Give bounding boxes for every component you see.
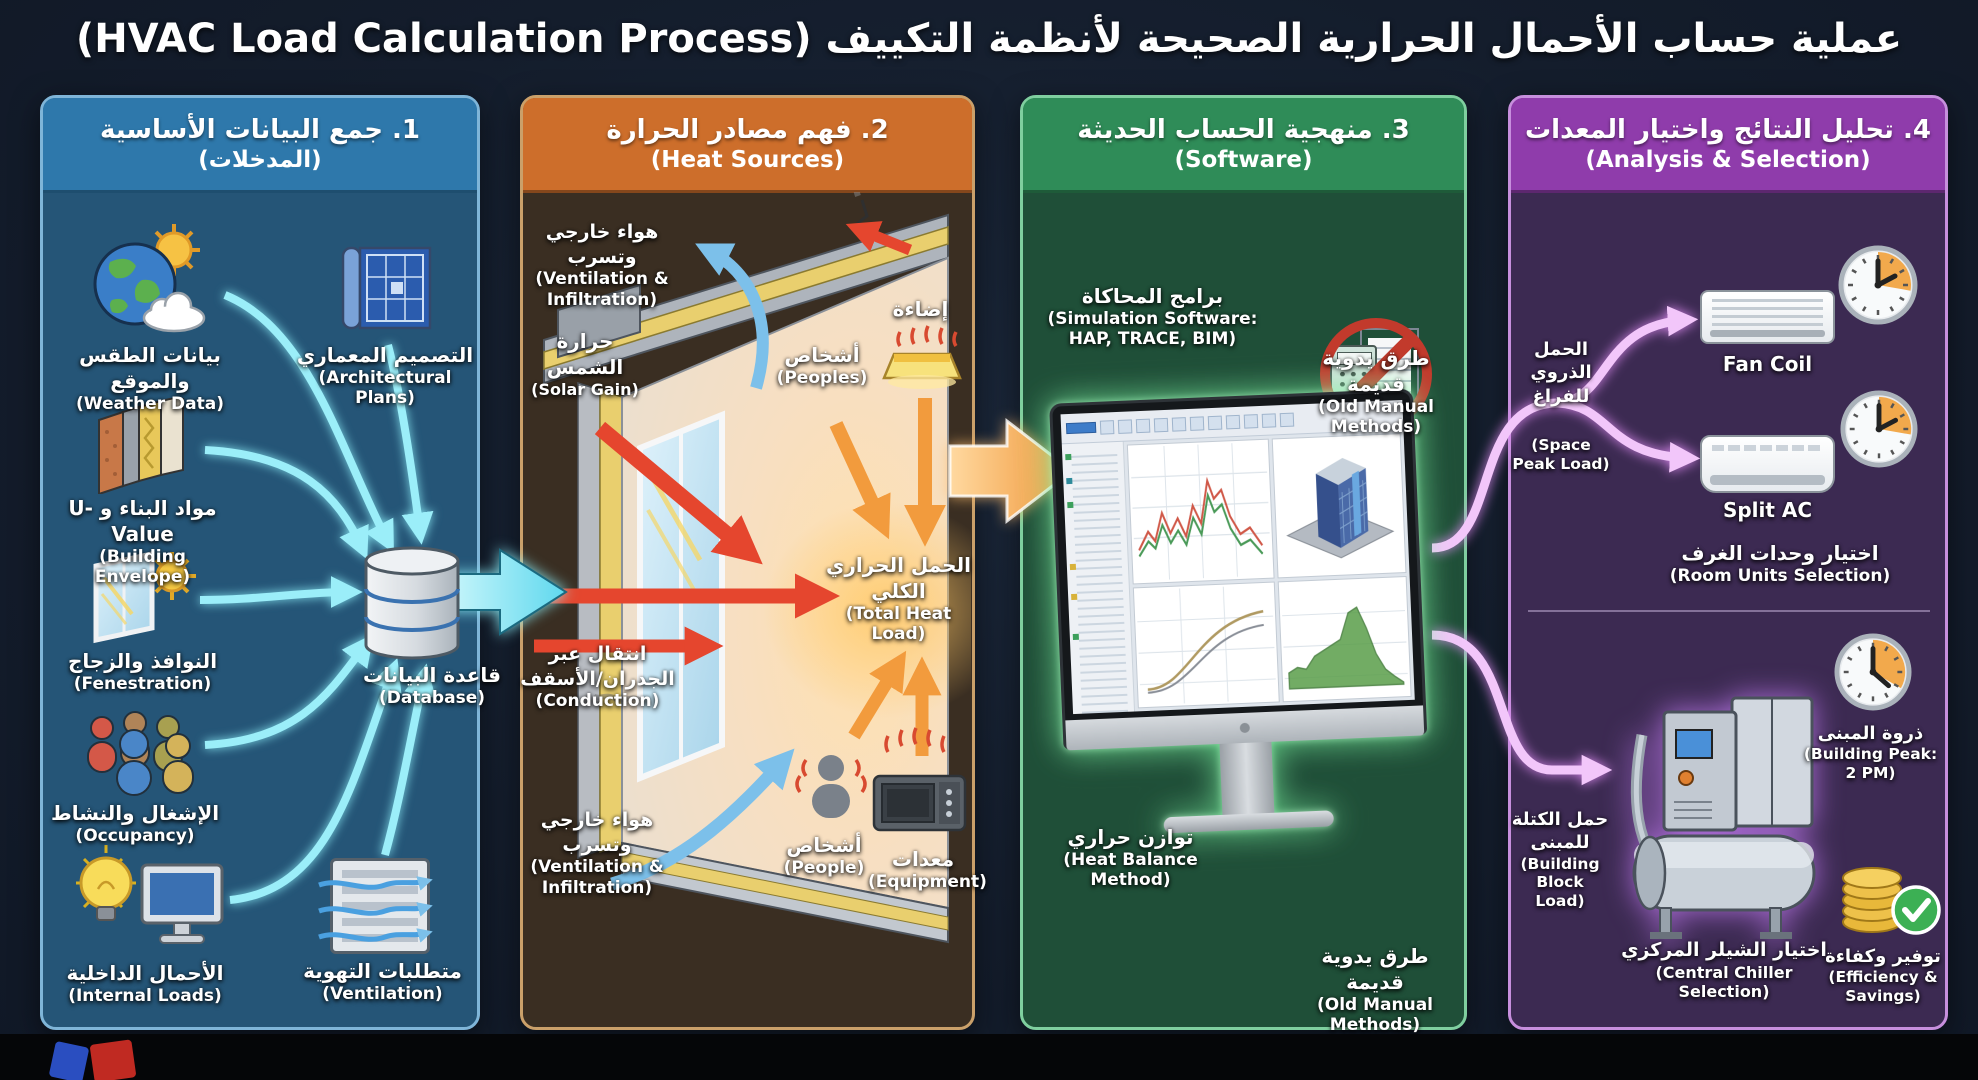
label-total-heat-load: الحمل الحراري الكلي (Total Heat Load) — [826, 553, 971, 645]
label-people: أشخاص (People) — [783, 833, 865, 878]
page-title: عملية حساب الأحمال الحرارية الصحيحة لأنظ… — [75, 16, 1903, 62]
split-ac-icon — [1700, 435, 1835, 493]
database-icon — [358, 543, 466, 667]
s-curve-chart — [1132, 581, 1280, 709]
label-building-peak: ذروة المبنى (Building Peak: 2 PM) — [1803, 723, 1938, 782]
monitor-bezel — [1049, 388, 1428, 751]
panel-inputs-title: 1. جمع البيانات الأساسية — [100, 114, 420, 145]
panel-inputs-header: 1. جمع البيانات الأساسية (المدخلات) — [43, 98, 477, 193]
item-occupancy: الإشغال والنشاط (Occupancy) — [50, 801, 220, 846]
simulation-monitor — [1049, 388, 1431, 838]
bottom-left-logo-fragment-blue — [48, 1040, 90, 1080]
label-room-units-selection: اختيار وحدات الغرف (Room Units Selection… — [1669, 541, 1891, 586]
section-divider — [1528, 610, 1930, 612]
item-building-envelope: مواد البناء و U-Value (Building Envelope… — [68, 496, 217, 588]
panel-software-subtitle: (Software) — [1174, 146, 1313, 173]
label-fan-coil: Fan Coil — [1722, 352, 1813, 376]
label-ventilation-infiltration-top: هواء خارجي وتسرب (Ventilation & Infiltra… — [535, 221, 669, 310]
panel-heat-sources-title: 2. فهم مصادر الحرارة — [606, 114, 889, 145]
chiller-icon — [1612, 690, 1830, 944]
window-sun-icon — [88, 548, 200, 649]
coins-check-icon — [1836, 848, 1942, 947]
item-weather: بيانات الطقس والموقع (Weather Data) — [76, 343, 224, 414]
panel-heat-sources-header: 2. فهم مصادر الحرارة (Heat Sources) — [523, 98, 972, 193]
bottom-black-bar — [0, 1034, 1978, 1080]
monitor-stand — [1219, 740, 1275, 815]
load-profile-chart — [1126, 438, 1275, 585]
item-fenestration: النوافذ والزجاج (Fenestration) — [67, 649, 218, 694]
bottom-left-logo-fragment-red — [89, 1039, 137, 1080]
clock-icon-space-peak-1 — [1838, 245, 1918, 329]
panel-software-header: 3. منهجية الحساب الحديثة (Software) — [1023, 98, 1464, 193]
label-efficiency-savings: توفير وكفاءة (Efficiency & Savings) — [1825, 946, 1941, 1005]
label-conduction: انتقال عبر الجدران/الأسقف (Conduction) — [520, 643, 675, 712]
clock-icon-space-peak-2 — [1840, 390, 1918, 472]
label-solar-gain: حرارة الشمس (Solar Gain) — [531, 329, 639, 399]
wall-layers-icon — [95, 394, 191, 498]
label-building-block-load: حمل الكتلة للمبنى (Building Block Load) — [1511, 809, 1609, 910]
item-database: قاعدة البيانات (Database) — [363, 663, 501, 708]
panel-inputs-subtitle: (المدخلات) — [198, 146, 322, 173]
people-group-icon — [78, 710, 203, 802]
vent-grille-icon — [318, 858, 433, 954]
histogram-chart — [1277, 575, 1412, 703]
fan-coil-icon — [1700, 290, 1835, 344]
label-split-ac: Split AC — [1722, 498, 1813, 522]
software-screen — [1060, 400, 1415, 715]
person-heat-icon — [792, 742, 870, 838]
clock-icon-building-peak — [1834, 633, 1912, 715]
lamp-icon — [882, 330, 962, 400]
blueprint-icon — [335, 238, 437, 342]
panel-analysis-header: 4. تحليل النتائج واختيار المعدات (Analys… — [1511, 98, 1945, 193]
item-ventilation: متطلبات التهوية (Ventilation) — [303, 959, 462, 1004]
item-internal-loads: الأحمال الداخلية (Internal Loads) — [66, 961, 224, 1006]
label-peoples: أشخاص (Peoples) — [776, 343, 868, 388]
software-tree-panel — [1061, 441, 1136, 715]
label-space-peak-load: الحمل الذروي للفراغ (Space Peak Load) — [1512, 339, 1610, 473]
bulb-monitor-icon — [68, 843, 226, 962]
label-old-manual-methods-top: طرق يدوية قديمة (Old Manual Methods) — [1317, 346, 1435, 438]
software-charts — [1123, 429, 1415, 712]
label-heat-balance: توازن حراري (Heat Balance Method) — [1063, 825, 1198, 891]
label-old-manual-methods-bottom: طرق يدوية قديمة (Old Manual Methods) — [1316, 944, 1434, 1036]
item-architectural-plans: التصميم المعماري (Architectural Plans) — [296, 343, 474, 409]
label-lighting: إضاءة — [892, 297, 949, 321]
label-simulation-software: برامج المحاكاة (Simulation Software: HAP… — [1047, 284, 1258, 350]
weather-icon — [90, 222, 215, 340]
label-ventilation-infiltration-bottom: هواء خارجي وتسرب (Ventilation & Infiltra… — [530, 809, 664, 898]
panel-analysis-title: 4. تحليل النتائج واختيار المعدات — [1525, 114, 1931, 145]
building-3d-view — [1271, 433, 1407, 578]
panel-analysis-subtitle: (Analysis & Selection) — [1585, 146, 1871, 173]
label-equipment: معدات (Equipment) — [868, 847, 987, 892]
panel-heat-sources-subtitle: (Heat Sources) — [650, 146, 845, 173]
label-central-chiller: اختيار الشيلر المركزي (Central Chiller S… — [1621, 939, 1827, 1001]
panel-software-title: 3. منهجية الحساب الحديثة — [1077, 114, 1410, 145]
microwave-icon — [872, 770, 967, 840]
